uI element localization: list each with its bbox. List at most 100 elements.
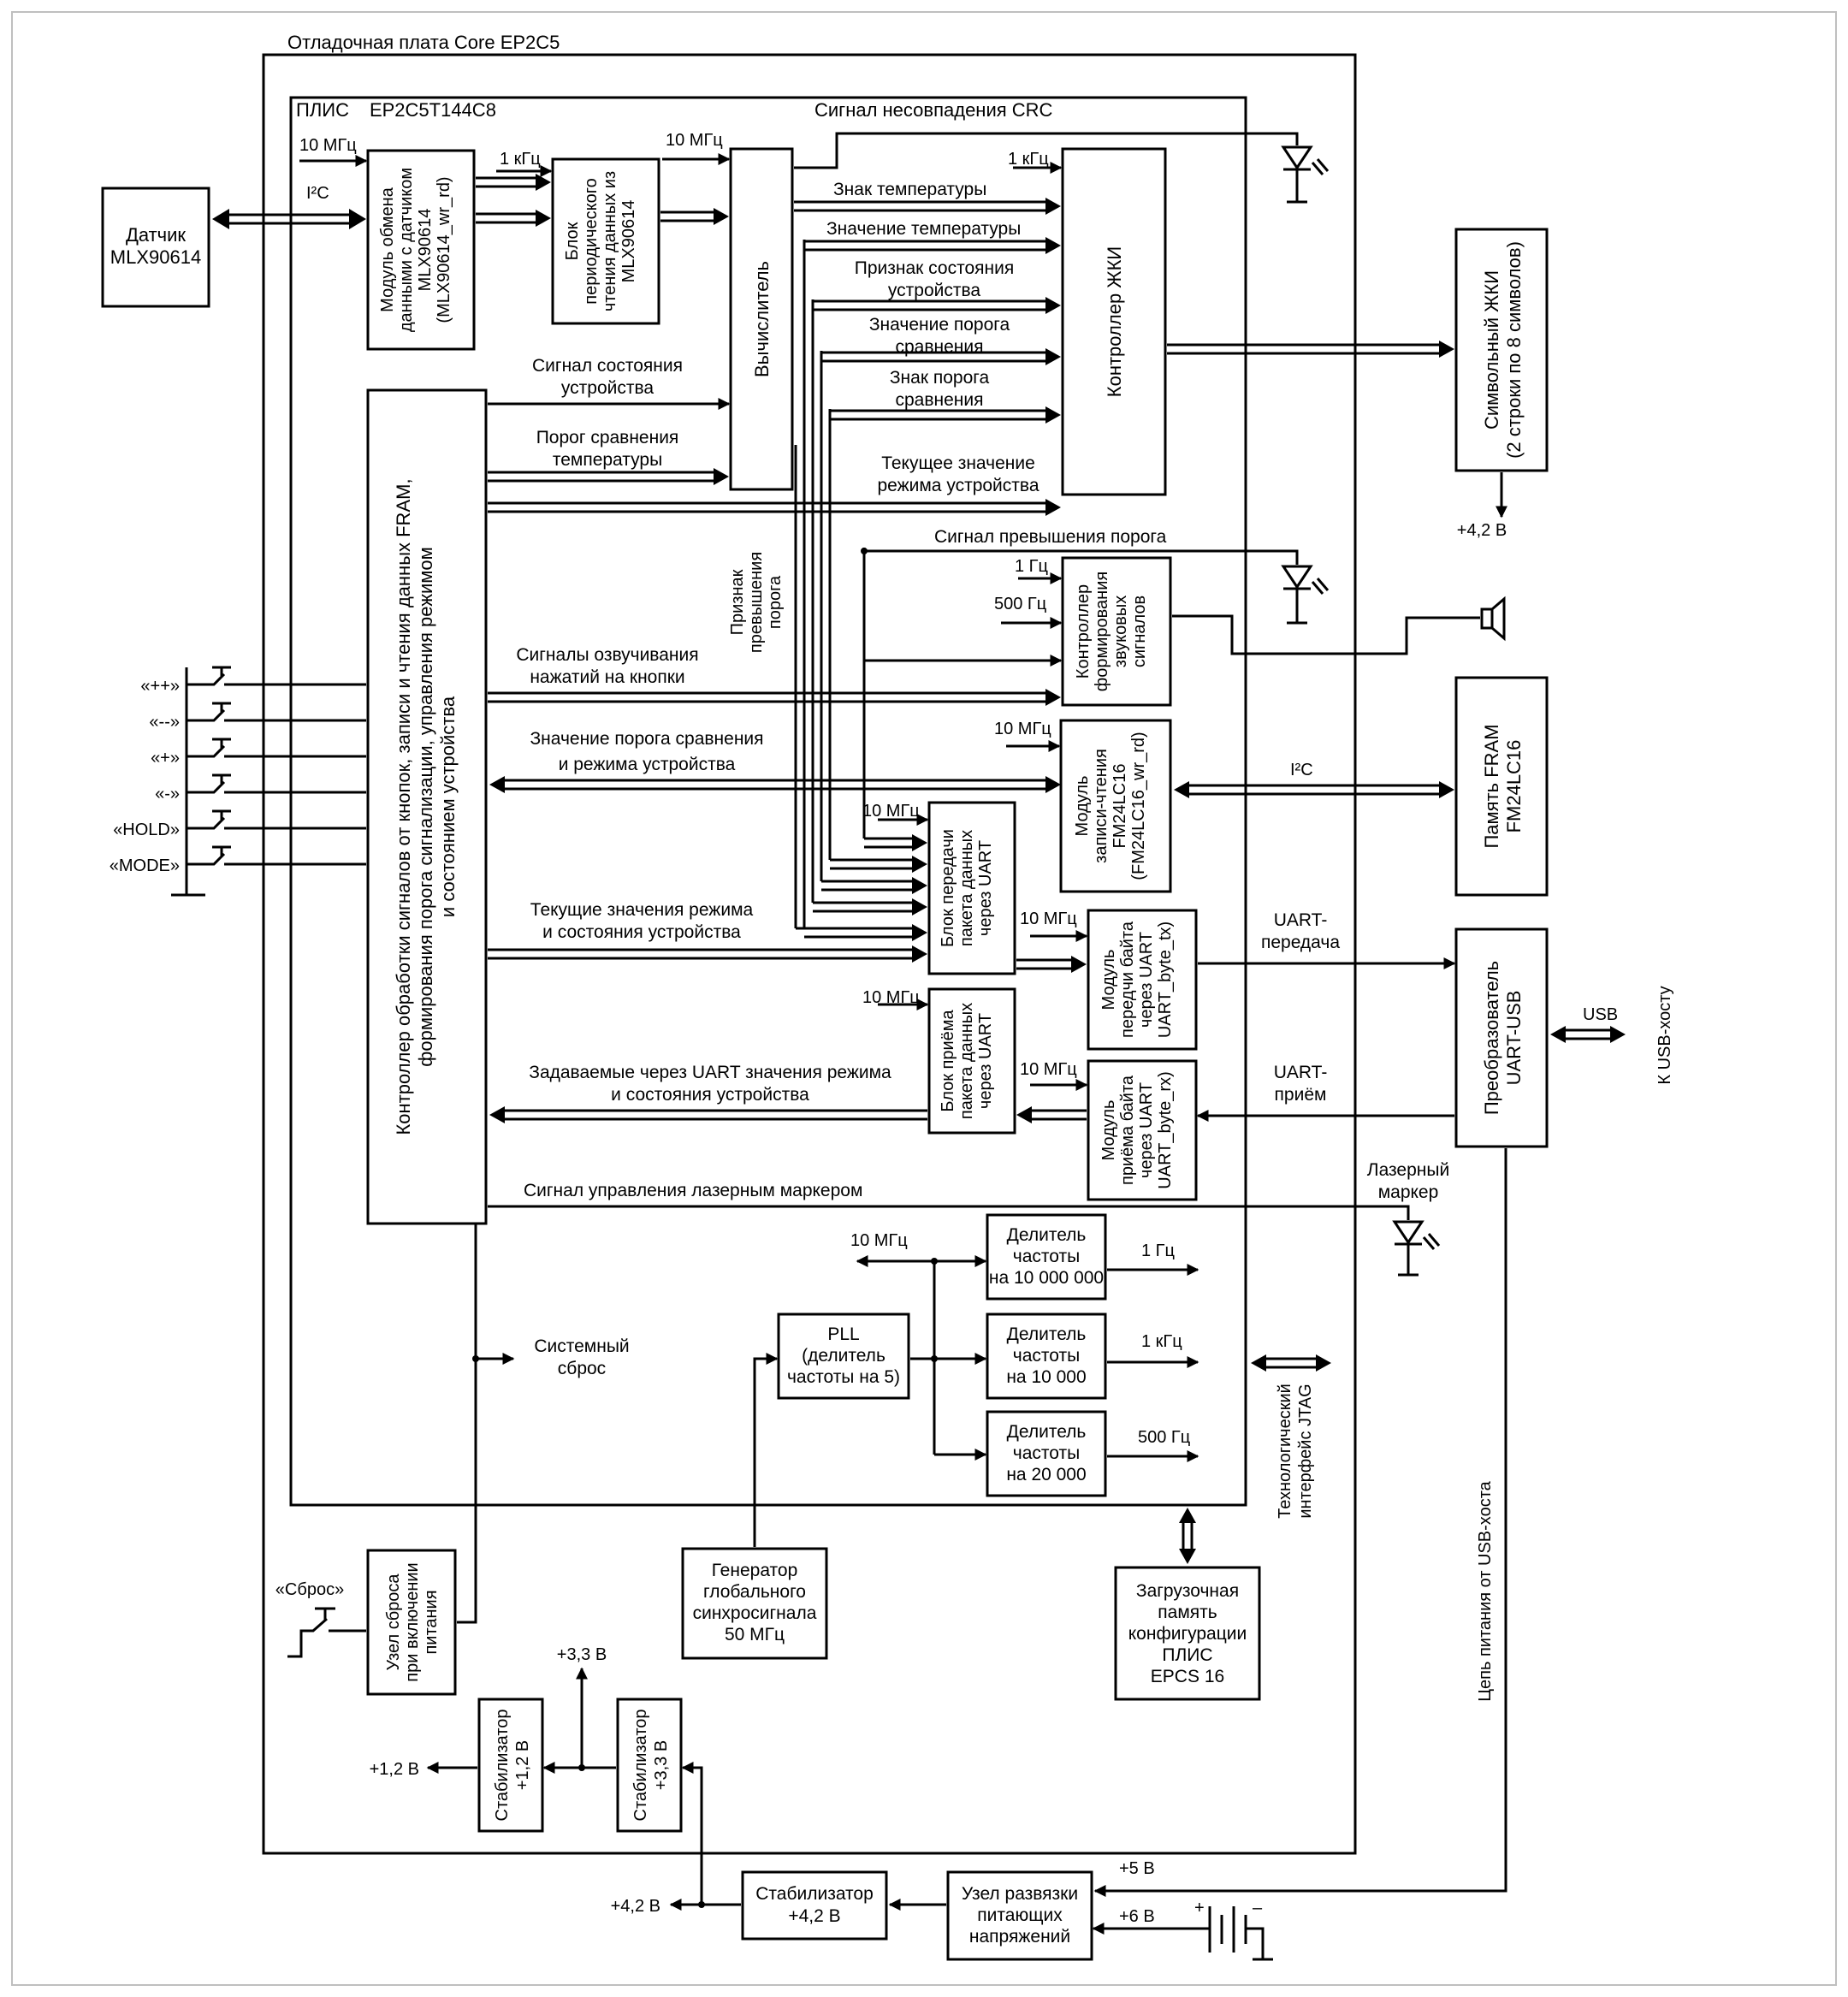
reset-button[interactable]: «Сброс»: [275, 1580, 366, 1658]
board-label: Отладочная плата Core EP2C5: [287, 32, 560, 53]
svg-text:+4,2 В: +4,2 В: [611, 1897, 660, 1916]
svg-text:Модуль обменаданными с датчико: Модуль обменаданными с датчикомMLX90614(…: [378, 168, 453, 332]
connections: [212, 132, 1626, 1935]
svg-text:«Сброс»: «Сброс»: [275, 1580, 344, 1599]
svg-text:Блок приёмапакета данныхчерез: Блок приёмапакета данныхчерез UART: [939, 1003, 995, 1119]
svg-text:+3,3 В: +3,3 В: [557, 1645, 607, 1664]
threshold-led-icon: [1281, 565, 1330, 625]
svg-text:Узел сбросапри включениипитани: Узел сбросапри включениипитания: [384, 1562, 441, 1681]
svg-text:Стабилизатор+1,2 В: Стабилизатор+1,2 В: [493, 1709, 532, 1821]
svg-text:1 кГц: 1 кГц: [500, 150, 541, 169]
figure-border: [11, 11, 1837, 1986]
svg-text:ПреобразовательUART-USB: ПреобразовательUART-USB: [1481, 961, 1525, 1115]
reset-node-block: Узел сбросапри включениипитания: [366, 1549, 457, 1696]
svg-text:10 МГц: 10 МГц: [299, 136, 357, 155]
svg-text:Память FRAMFM24LC16: Память FRAMFM24LC16: [1481, 724, 1525, 848]
main-controller-block: Контроллер обработки сигналов от кнопок,…: [366, 388, 488, 1225]
buttons-panel: «++» «--» «+» «-» «HOLD» «MODE»: [110, 666, 366, 897]
svg-text:«MODE»: «MODE»: [110, 856, 180, 875]
svg-text:Цепь питания от USB-хоста: Цепь питания от USB-хоста: [1476, 1480, 1495, 1701]
button-plus[interactable]: «+»: [151, 738, 366, 767]
svg-text:Модульпередчи байтачерез UARTU: Модульпередчи байтачерез UARTUART_byte_t…: [1099, 921, 1175, 1038]
svg-text:10 МГц: 10 МГц: [850, 1231, 908, 1250]
svg-text:Стабилизатор+3,3 В: Стабилизатор+3,3 В: [631, 1709, 671, 1821]
button-hold[interactable]: «HOLD»: [113, 809, 366, 839]
button-mode[interactable]: «MODE»: [110, 845, 366, 875]
svg-text:Модульприёма байтачерез UARTUA: Модульприёма байтачерез UARTUART_byte_rx…: [1099, 1071, 1175, 1188]
stabilizer-33-block: Стабилизатор+3,3 В: [616, 1698, 683, 1833]
svg-text:500 Гц: 500 Гц: [994, 595, 1046, 613]
periodic-read-block: Блокпериодическогочтения данных изMLX906…: [551, 157, 660, 325]
svg-text:+5 В: +5 В: [1119, 1859, 1155, 1878]
svg-text:1 Гц: 1 Гц: [1015, 557, 1048, 576]
svg-text:Блокпериодическогочтения данны: Блокпериодическогочтения данных изMLX906…: [563, 171, 638, 311]
svg-text:«HOLD»: «HOLD»: [113, 821, 180, 839]
stabilizer-12-block: Стабилизатор+1,2 В: [477, 1698, 544, 1833]
button-minus-minus[interactable]: «--»: [149, 702, 366, 732]
svg-text:500 Гц: 500 Гц: [1138, 1428, 1190, 1447]
fpga-frame: [289, 96, 1247, 1507]
lcd-block: Символьный ЖКИ(2 строки по 8 символов): [1454, 228, 1549, 472]
uart-usb-converter-block: ПреобразовательUART-USB: [1454, 927, 1549, 1148]
svg-text:–: –: [1253, 1899, 1263, 1917]
svg-text:+6 В: +6 В: [1119, 1907, 1155, 1926]
svg-text:+: +: [1194, 1899, 1205, 1917]
svg-text:Вычислитель: Вычислитель: [751, 261, 773, 377]
svg-text:Модульзаписи-чтенияFM24LC16(FM: Модульзаписи-чтенияFM24LC16(FM24LC16_wr_…: [1073, 732, 1148, 880]
svg-text:10 МГц: 10 МГц: [862, 802, 920, 821]
fram-module-block: Модульзаписи-чтенияFM24LC16(FM24LC16_wr_…: [1059, 719, 1172, 893]
svg-text:Символьный ЖКИ(2 строки по 8 с: Символьный ЖКИ(2 строки по 8 символов): [1481, 241, 1525, 459]
svg-text:Стабилизатор+4,2 В: Стабилизатор+4,2 В: [755, 1884, 874, 1926]
svg-text:К USB-хосту: К USB-хосту: [1656, 986, 1674, 1084]
svg-text:«++»: «++»: [140, 677, 180, 696]
svg-text:Контроллер обработки сигналов: Контроллер обработки сигналов от кнопок,…: [393, 478, 459, 1135]
svg-text:1 кГц: 1 кГц: [1008, 150, 1049, 169]
svg-text:Блок передачипакета данныхчере: Блок передачипакета данныхчерез UART: [939, 829, 995, 947]
uart-tx-packet-block: Блок передачипакета данныхчерез UART: [927, 801, 1016, 975]
sound-controller-block: Контроллерформированиязвуковыхсигналов: [1061, 556, 1172, 707]
svg-text:Контроллерформированиязвуковых: Контроллерформированиязвуковыхсигналов: [1074, 572, 1149, 691]
svg-text:10 МГц: 10 МГц: [1020, 910, 1077, 928]
button-plus-plus[interactable]: «++»: [140, 666, 366, 696]
svg-text:«+»: «+»: [151, 749, 180, 767]
battery-icon: + –: [1194, 1899, 1273, 1961]
calculator-block: Вычислитель: [729, 147, 794, 491]
labels: Сигнал несовпадения CRC 10 МГц I²C 1 кГц…: [299, 99, 1674, 1926]
svg-text:1 Гц: 1 Гц: [1141, 1241, 1175, 1260]
uart-rx-byte-block: Модульприёма байтачерез UARTUART_byte_rx…: [1087, 1059, 1198, 1201]
svg-text:USB: USB: [1583, 1005, 1618, 1024]
svg-text:Сигнал превышения порога: Сигнал превышения порога: [934, 527, 1167, 547]
svg-text:10 МГц: 10 МГц: [666, 131, 723, 150]
svg-text:Знак температуры: Знак температуры: [833, 180, 986, 199]
svg-text:UART-передача: UART-передача: [1261, 910, 1340, 952]
fram-memory-block: Память FRAMFM24LC16: [1454, 676, 1549, 897]
svg-text:Сигнал управления лазерным мар: Сигнал управления лазерным маркером: [524, 1181, 862, 1200]
button-minus[interactable]: «-»: [155, 773, 366, 803]
